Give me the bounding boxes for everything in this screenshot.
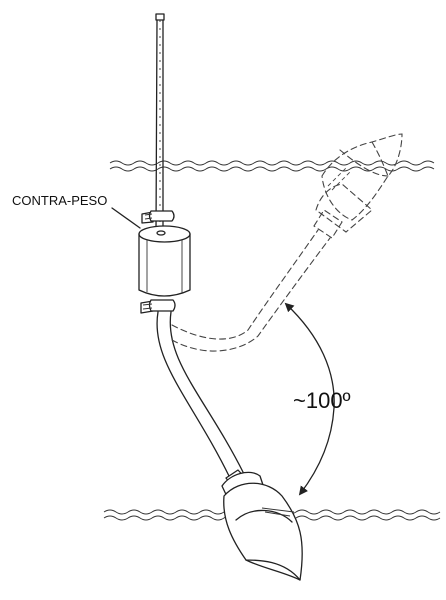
counterweight-label: CONTRA-PESO <box>12 193 107 208</box>
counterweight-leader <box>111 207 141 229</box>
upper-water-surface <box>109 160 435 172</box>
angle-arc <box>284 302 335 496</box>
float-upper-position <box>313 133 403 239</box>
counterweight-cylinder <box>138 225 191 297</box>
vertical-rod <box>155 13 165 233</box>
lower-clamp <box>140 299 176 314</box>
float-lower-position <box>221 469 303 581</box>
angle-label: ~100º <box>293 388 351 413</box>
cable-upper-position <box>171 229 331 352</box>
cable-lower-position <box>156 311 245 479</box>
upper-clamp <box>141 210 175 224</box>
